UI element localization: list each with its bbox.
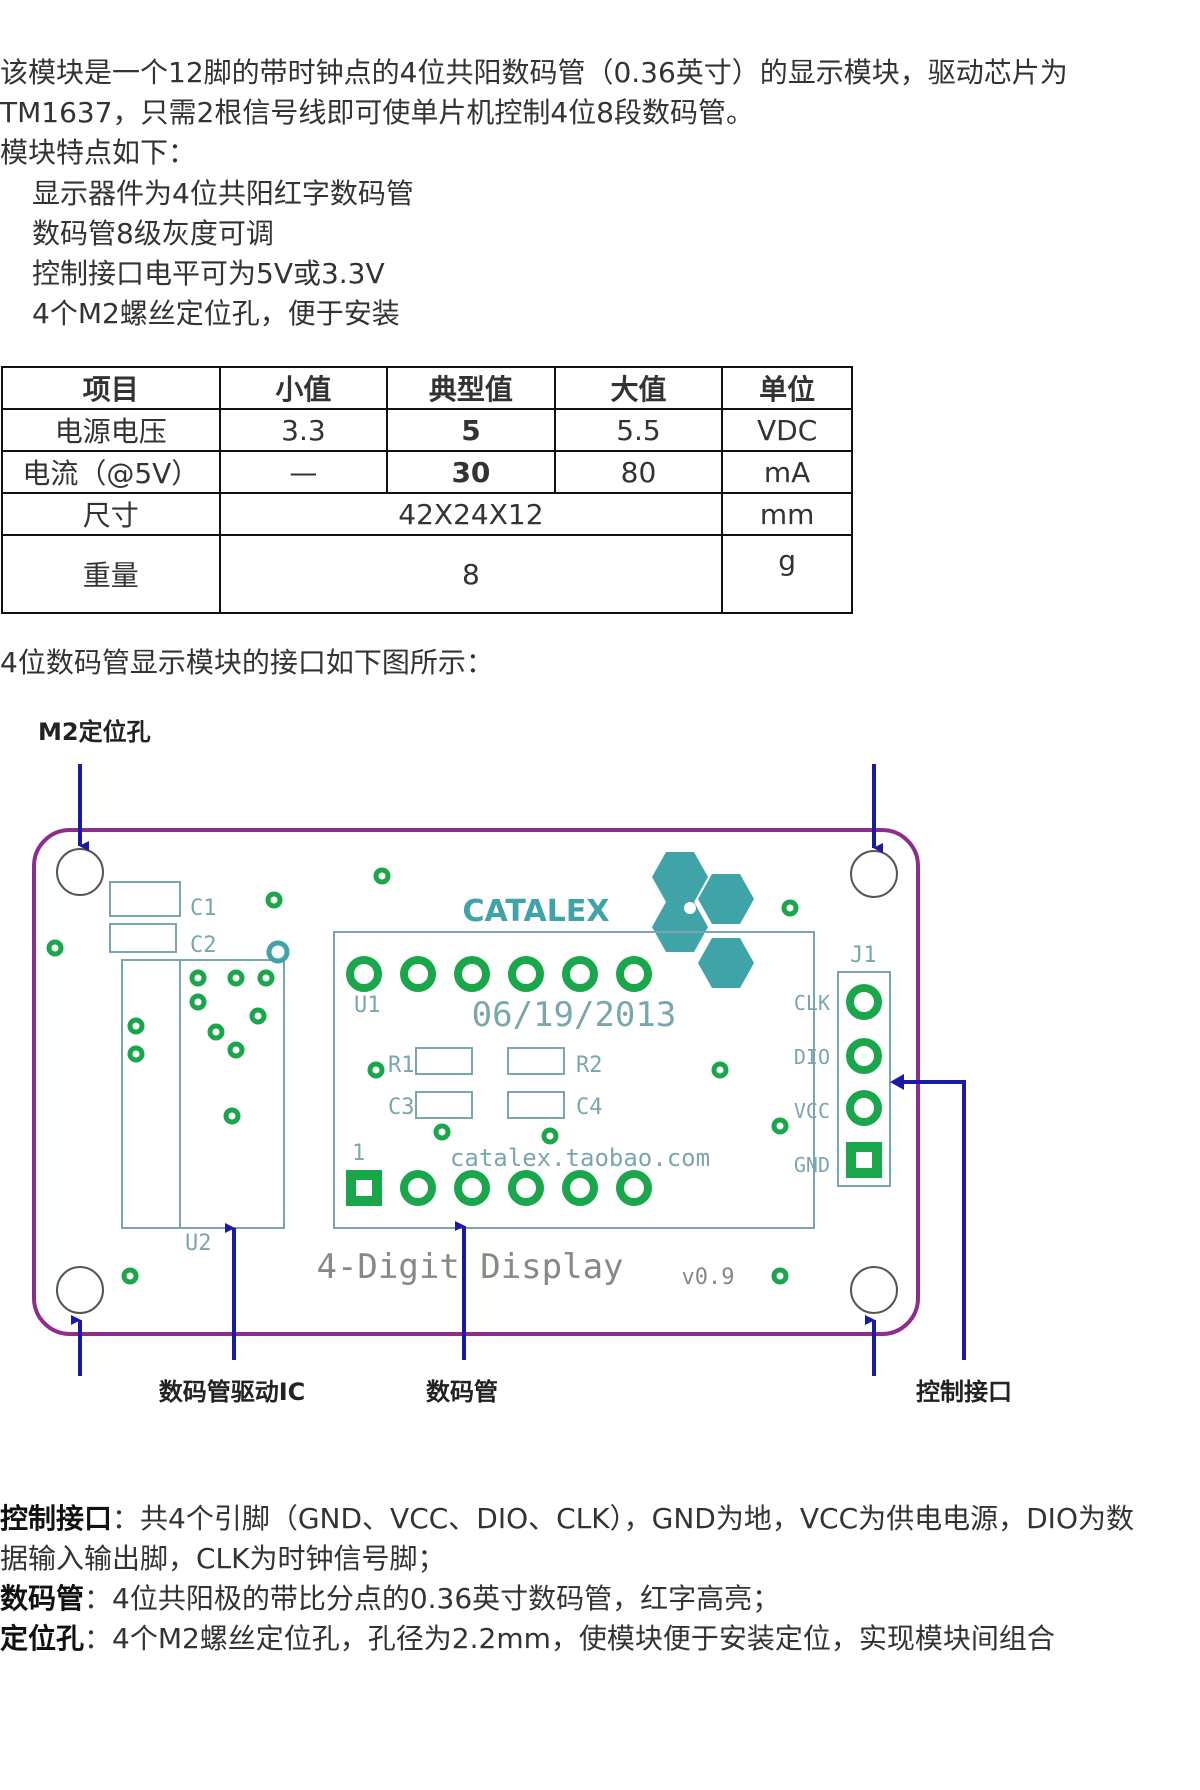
note-line: 定位孔：4个M2螺丝定位孔，孔径为2.2mm，使模块便于安装定位，实现模块间组合 xyxy=(0,1620,1055,1658)
silk-u2-label: U2 xyxy=(185,1231,212,1256)
pin-label-vcc: VCC xyxy=(794,1099,830,1123)
digit-pad xyxy=(616,1170,652,1206)
silk-u1-label: U1 xyxy=(354,993,381,1018)
digit-pad xyxy=(454,1170,490,1206)
feature-item: 4个M2螺丝定位孔，便于安装 xyxy=(32,297,400,330)
pcb-date-text: 06/19/2013 xyxy=(472,995,677,1035)
cell-item: 电源电压 xyxy=(1,408,221,452)
silk-r2-label: R2 xyxy=(576,1053,603,1078)
digit-pad xyxy=(616,956,652,992)
silk-c2-label: C2 xyxy=(190,933,217,958)
header-unit: 单位 xyxy=(721,366,853,410)
note-text: ：4位共阳极的带比分点的0.36英寸数码管，红字高亮； xyxy=(84,1582,781,1615)
digit-pad xyxy=(562,1170,598,1206)
mount-hole xyxy=(56,1266,104,1314)
header-min: 小值 xyxy=(218,366,389,410)
cell-unit: mA xyxy=(721,450,853,494)
digit-pad xyxy=(400,1170,436,1206)
pcb-logo-text: CATALEX xyxy=(463,894,610,929)
table-row: 电流（@5V） — 30 80 mA xyxy=(1,450,853,494)
digit-pad xyxy=(454,956,490,992)
label-driver-ic: 数码管驱动IC xyxy=(159,1378,306,1406)
header-typ: 典型值 xyxy=(386,366,556,410)
pin-label-gnd: GND xyxy=(794,1153,830,1177)
cell-typ: 30 xyxy=(386,450,556,494)
pcb-version-text: v0.9 xyxy=(682,1265,735,1290)
feature-item: 控制接口电平可为5V或3.3V xyxy=(32,257,385,290)
silk-c3-label: C3 xyxy=(388,1095,415,1120)
header-pin-dio xyxy=(846,1038,882,1074)
digit-pad xyxy=(400,956,436,992)
mount-hole xyxy=(850,1266,898,1314)
cell-merged: 8 xyxy=(218,534,724,614)
silk-digit-outline xyxy=(333,931,815,1229)
note-line: 数码管：4位共阳极的带比分点的0.36英寸数码管，红字高亮； xyxy=(0,1580,780,1618)
header-pin-vcc xyxy=(846,1090,882,1126)
pcb-url-text: catalex.taobao.com xyxy=(450,1144,710,1172)
table-row: 尺寸 42X24X12 mm xyxy=(1,492,853,536)
arrow-interface xyxy=(904,1080,966,1360)
cell-min: 3.3 xyxy=(218,408,389,452)
cell-item: 重量 xyxy=(1,534,221,614)
note-text: ：共4个引脚（GND、VCC、DIO、CLK），GND为地，VCC为供电电源，D… xyxy=(112,1502,1134,1535)
table-row: 重量 8 g xyxy=(1,534,853,614)
table-row: 电源电压 3.3 5 5.5 VDC xyxy=(1,408,853,452)
cell-unit: g xyxy=(721,534,853,614)
silk-c1 xyxy=(109,881,181,917)
cell-unit: VDC xyxy=(721,408,853,452)
note-text: ：4个M2螺丝定位孔，孔径为2.2mm，使模块便于安装定位，实现模块间组合 xyxy=(84,1622,1055,1655)
silk-c2 xyxy=(109,923,177,953)
note-text: 据输入输出脚，CLK为时钟信号脚； xyxy=(0,1542,446,1575)
note-term: 定位孔 xyxy=(0,1622,85,1655)
header-pin-clk xyxy=(846,984,882,1020)
silk-j1-outline xyxy=(837,971,891,1187)
label-mount-hole: M2定位孔 xyxy=(38,718,151,746)
label-control-interface: 控制接口 xyxy=(916,1378,1012,1406)
note-term: 控制接口 xyxy=(0,1502,113,1535)
feature-item: 显示器件为4位共阳红字数码管 xyxy=(32,177,414,210)
note-term: 数码管 xyxy=(0,1582,85,1615)
note-line: 据输入输出脚，CLK为时钟信号脚； xyxy=(0,1540,446,1578)
header-item: 项目 xyxy=(1,366,221,410)
cell-merged: 42X24X12 xyxy=(218,492,724,536)
cell-min: — xyxy=(218,450,389,494)
cell-max: 5.5 xyxy=(553,408,724,452)
catalex-logo-icon xyxy=(652,852,754,988)
digit-pad xyxy=(508,1170,544,1206)
pcb-title-text: 4-Digit Display xyxy=(316,1247,623,1287)
header-max: 大值 xyxy=(553,366,724,410)
cell-typ: 5 xyxy=(386,408,556,452)
cell-unit: mm xyxy=(721,492,853,536)
silk-u2-outline xyxy=(121,959,285,1229)
cell-item: 电流（@5V） xyxy=(1,450,221,494)
silk-r1-label: R1 xyxy=(388,1053,415,1078)
digit-pad xyxy=(508,956,544,992)
silk-c1-label: C1 xyxy=(190,896,217,921)
mount-hole xyxy=(56,848,104,896)
cell-item: 尺寸 xyxy=(1,492,221,536)
digit-pad xyxy=(346,956,382,992)
diagram-caption: 4位数码管显示模块的接口如下图所示： xyxy=(0,646,494,679)
feature-item: 数码管8级灰度可调 xyxy=(32,217,274,250)
mount-hole xyxy=(850,850,898,898)
label-digit-tube: 数码管 xyxy=(426,1378,498,1406)
pin-label-dio: DIO xyxy=(794,1045,830,1069)
pin-label-clk: CLK xyxy=(794,991,830,1015)
features-title: 模块特点如下： xyxy=(0,136,197,169)
silk-c4-label: C4 xyxy=(576,1095,603,1120)
silk-pin1-label: 1 xyxy=(352,1141,365,1166)
cell-max: 80 xyxy=(553,450,724,494)
silk-j1-label: J1 xyxy=(850,943,877,968)
intro-line-2: TM1637，只需2根信号线即可使单片机控制4位8段数码管。 xyxy=(0,96,754,129)
table-header-row: 项目 小值 典型值 大值 单位 xyxy=(1,366,853,410)
intro-line-1: 该模块是一个12脚的带时钟点的4位共阳数码管（0.36英寸）的显示模块，驱动芯片… xyxy=(0,56,1068,89)
note-line: 控制接口：共4个引脚（GND、VCC、DIO、CLK），GND为地，VCC为供电… xyxy=(0,1500,1134,1538)
digit-pad xyxy=(562,956,598,992)
spec-table: 项目 小值 典型值 大值 单位 电源电压 3.3 5 5.5 VDC 电流（@5… xyxy=(1,366,853,614)
